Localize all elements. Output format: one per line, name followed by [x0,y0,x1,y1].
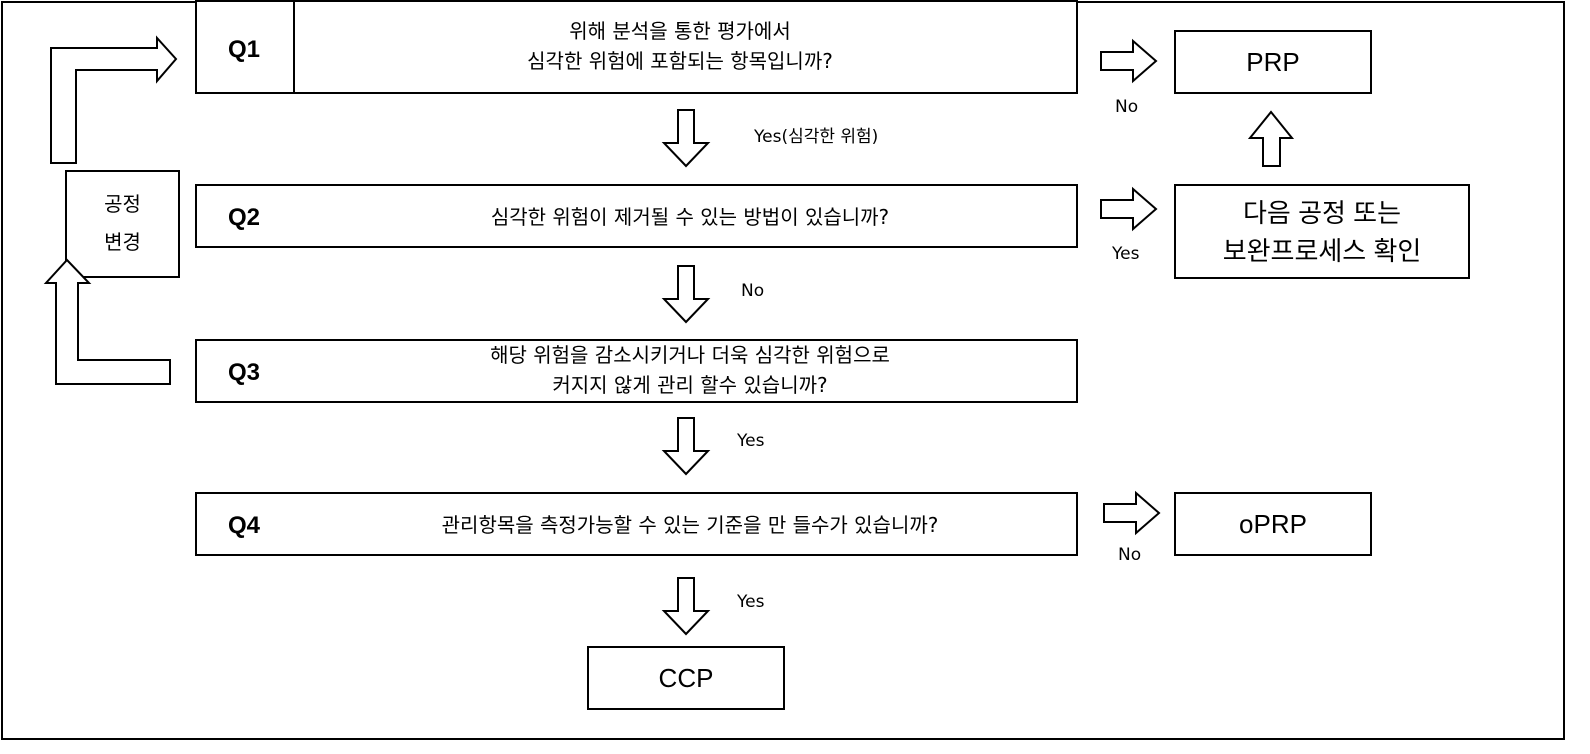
q4-to-ccp-arrow [661,577,711,636]
q1-to-prp-arrow [1100,38,1158,84]
q2-question: 심각한 위험이 제거될 수 있는 방법이 있습니까? [490,205,890,229]
ccp-box: CCP [587,646,785,710]
q1-divider [293,2,295,92]
process-change-to-q1-arrow [50,35,178,164]
q1-question: 위해 분석을 통한 평가에서 심각한 위험에 포함되는 항목입니까? [527,19,833,73]
q2-box [195,184,1078,248]
q2-to-q3-arrow [661,265,711,324]
next-to-prp-arrow [1247,110,1295,167]
q2-no-label: No [741,281,765,301]
q1-no-label: No [1115,97,1139,117]
q4-yes-label: Yes [737,592,765,612]
q3-to-process-change-arrow [43,258,171,385]
q3-yes-label: Yes [737,431,765,451]
q1-box [195,0,1078,94]
prp-box: PRP [1174,30,1372,94]
q3-label: Q3 [228,359,261,386]
q3-question: 해당 위험을 감소시키거나 더욱 심각한 위험으로 커지지 않게 관리 할수 있… [490,343,890,397]
q1-yes-label: Yes(심각한 위험) [754,127,879,147]
q2-to-next-arrow [1100,186,1158,232]
q4-to-oprp-arrow [1103,490,1161,536]
q4-label: Q4 [228,512,261,539]
q4-question: 관리항목을 측정가능할 수 있는 기준을 만 들수가 있습니까? [441,513,939,537]
q4-box [195,492,1078,556]
q1-to-q2-arrow [661,109,711,168]
q3-to-q4-arrow [661,417,711,476]
q2-label: Q2 [228,204,261,231]
q3-box [195,339,1078,403]
process-change-box: 공정 변경 [65,170,180,278]
oprp-box: oPRP [1174,492,1372,556]
q2-yes-label: Yes [1112,244,1140,264]
q4-no-label: No [1118,545,1142,565]
next-process-box: 다음 공정 또는 보완프로세스 확인 [1174,184,1470,279]
q1-label: Q1 [228,36,261,63]
